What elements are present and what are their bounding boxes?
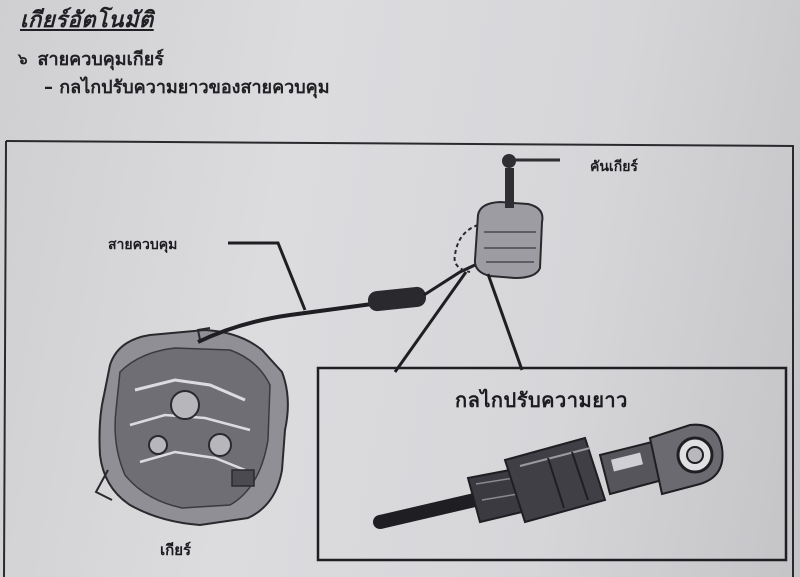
- adjuster-detail-illustration: [373, 423, 724, 529]
- transmission-illustration: [94, 327, 289, 527]
- gear-lever-illustration: [453, 154, 560, 280]
- illustration: [3, 140, 794, 577]
- cable-adjuster: [368, 286, 426, 312]
- callout-line-right: [486, 273, 524, 371]
- figure-frame: [5, 140, 794, 577]
- label-transmission: เกียร์: [160, 541, 192, 559]
- leader-cable: [228, 241, 307, 311]
- sub-item: – กลไกปรับความยาวของสายควบคุม: [44, 77, 330, 98]
- figure-frame-left: [3, 140, 7, 577]
- section-heading: ๖ สายควบคุมเกียร์: [18, 44, 164, 73]
- section-title: สายควบคุมเกียร์: [37, 49, 164, 70]
- label-length-adjuster: กลไกปรับความยาว: [455, 388, 628, 412]
- label-control-cable: สายควบคุม: [108, 237, 178, 253]
- inset-frame: [316, 366, 788, 562]
- callout-line-left: [393, 271, 468, 373]
- section-number: ๖: [18, 49, 28, 68]
- label-gear-lever: คันเกียร์: [590, 159, 638, 175]
- control-cable: [197, 302, 373, 344]
- page-title: เกียร์อัตโนมัติ: [20, 8, 154, 33]
